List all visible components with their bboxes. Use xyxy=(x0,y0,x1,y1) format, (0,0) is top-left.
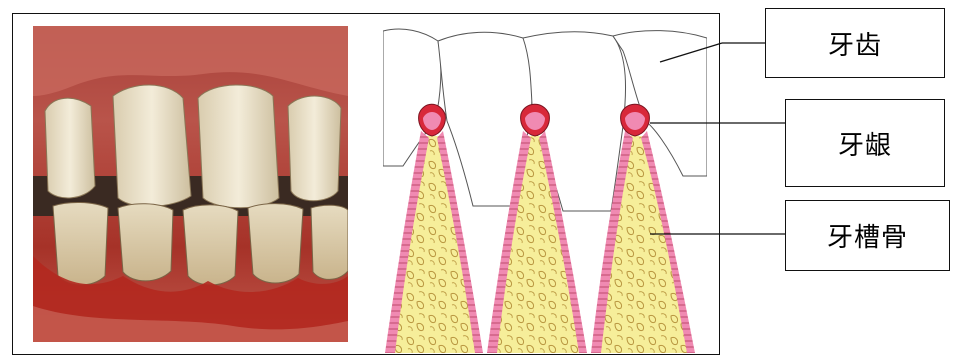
label-gum: 牙龈 xyxy=(785,99,945,187)
label-alveolar-bone: 牙槽骨 xyxy=(785,200,950,271)
periodontal-diagram xyxy=(383,26,707,353)
gum-disease-photo xyxy=(33,26,348,342)
label-tooth: 牙齿 xyxy=(765,8,945,78)
